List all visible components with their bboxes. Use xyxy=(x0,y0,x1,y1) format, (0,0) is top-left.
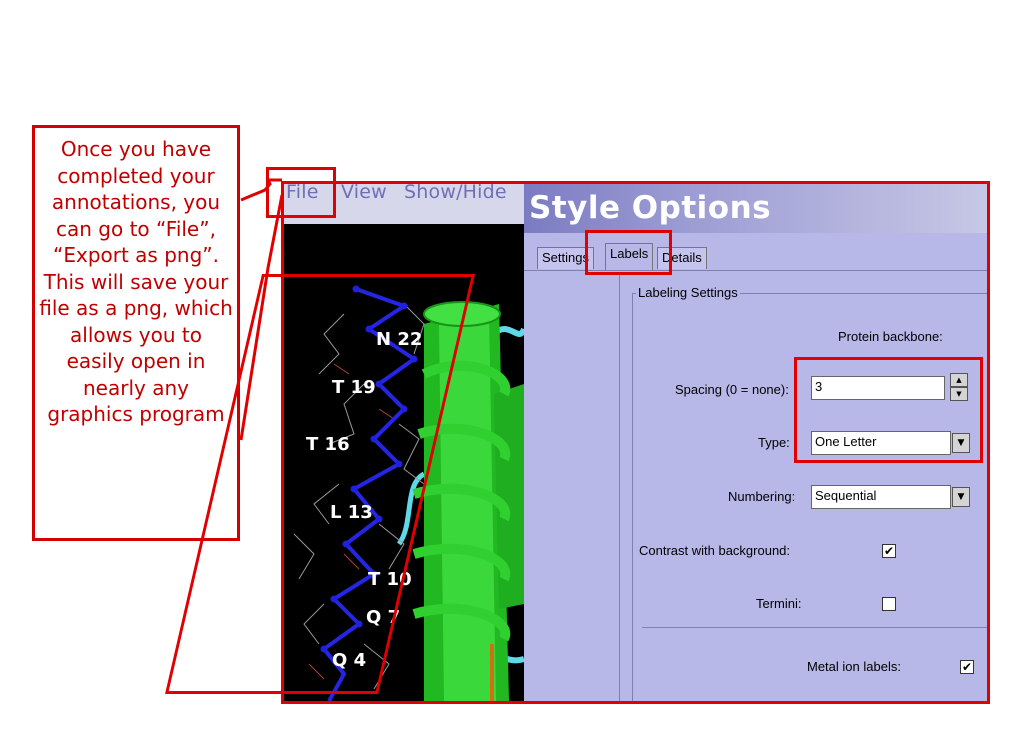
tab-bar: Settings Labels Details xyxy=(524,233,987,273)
termini-label: Termini: xyxy=(756,596,802,611)
spacing-input[interactable]: 3 xyxy=(811,376,945,400)
screenshot-frame: File View Show/Hide xyxy=(281,181,990,704)
dialog-titlebar[interactable]: Style Options xyxy=(524,184,987,233)
tab-divider xyxy=(524,270,987,271)
viewer-menubar: File View Show/Hide xyxy=(284,184,524,224)
protein-structure xyxy=(293,285,524,701)
residue-label: N 22 xyxy=(376,329,423,350)
numbering-label: Numbering: xyxy=(728,489,796,504)
tab-labels[interactable]: Labels xyxy=(605,243,654,271)
left-pane xyxy=(532,274,620,701)
contrast-checkbox[interactable]: ✔ xyxy=(882,544,896,558)
separator xyxy=(642,627,987,628)
style-options-dialog: Style Options Settings Labels Details La… xyxy=(524,184,987,701)
tab-settings[interactable]: Settings xyxy=(537,247,594,269)
callout-text: Once you have completed your annotations… xyxy=(39,137,233,426)
tab-details[interactable]: Details xyxy=(657,247,707,269)
type-select[interactable]: One Letter xyxy=(811,431,951,455)
residue-label: T 16 xyxy=(306,434,350,455)
type-label: Type: xyxy=(758,435,790,450)
section-label: Protein backbone: xyxy=(838,329,943,344)
group-border xyxy=(632,293,987,294)
group-title: Labeling Settings xyxy=(636,285,740,300)
spin-up-icon[interactable]: ▲ xyxy=(950,373,968,387)
labels-tab-content: Labeling Settings Protein backbone: Spac… xyxy=(532,274,987,701)
group-border-left xyxy=(632,293,633,701)
residue-label: T 19 xyxy=(332,377,376,398)
metal-ion-label: Metal ion labels: xyxy=(807,659,901,674)
instruction-callout: Once you have completed your annotations… xyxy=(32,125,240,541)
spin-down-icon[interactable]: ▼ xyxy=(950,387,968,401)
numbering-dropdown-icon[interactable]: ▼ xyxy=(952,487,970,507)
contrast-label: Contrast with background: xyxy=(639,543,791,558)
spacing-label: Spacing (0 = none): xyxy=(675,382,789,397)
residue-label: Q 4 xyxy=(332,650,367,671)
numbering-select[interactable]: Sequential xyxy=(811,485,951,509)
residue-label: L 13 xyxy=(330,502,373,523)
menu-view[interactable]: View xyxy=(341,184,387,203)
metal-ion-checkbox[interactable]: ✔ xyxy=(960,660,974,674)
dialog-title: Style Options xyxy=(529,190,772,226)
termini-checkbox[interactable] xyxy=(882,597,896,611)
menu-file[interactable]: File xyxy=(286,184,319,203)
residue-label: Q 7 xyxy=(366,607,401,628)
type-dropdown-icon[interactable]: ▼ xyxy=(952,433,970,453)
molecule-viewer[interactable]: File View Show/Hide xyxy=(284,184,524,701)
menu-show-hide[interactable]: Show/Hide xyxy=(404,184,507,203)
residue-label: T 10 xyxy=(368,569,412,590)
